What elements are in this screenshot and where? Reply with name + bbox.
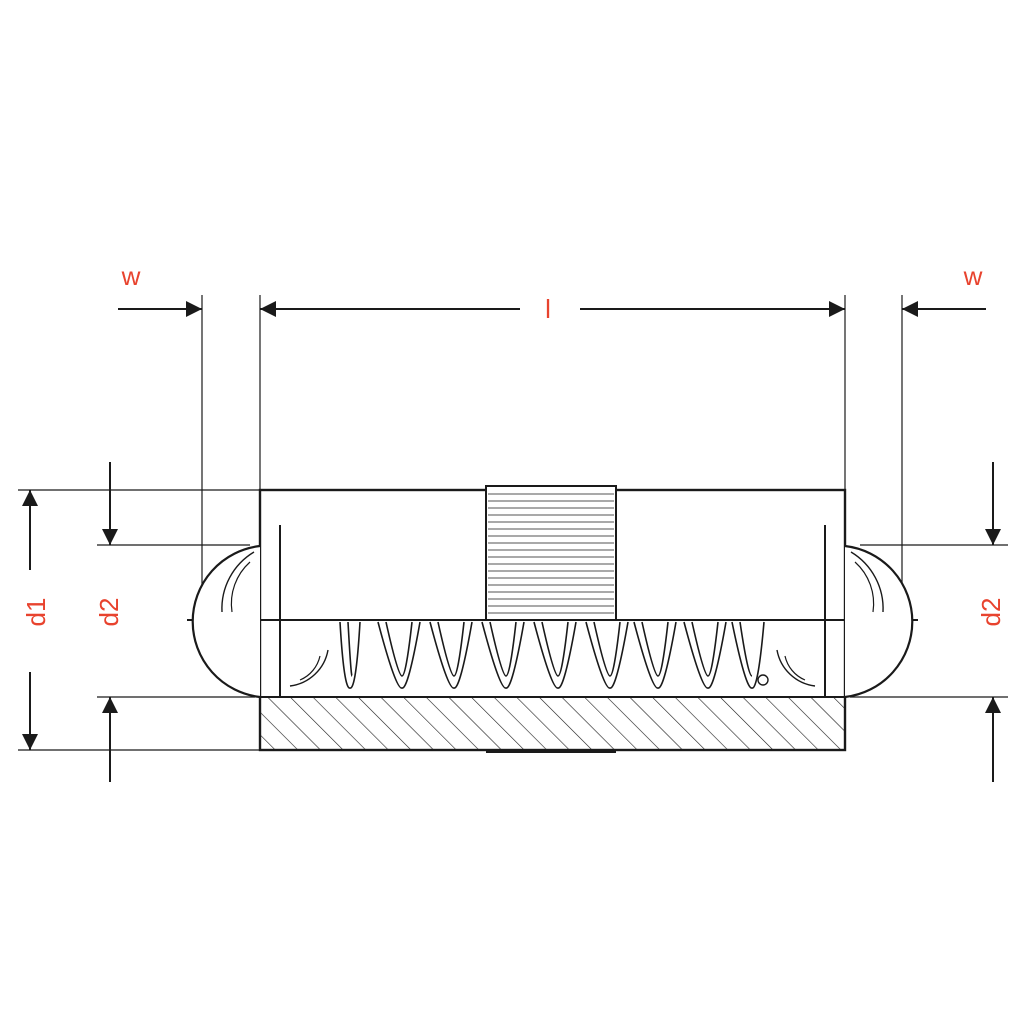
plunger-body (187, 485, 918, 753)
w-right-label: w (963, 261, 983, 291)
w-left-label: w (121, 261, 141, 291)
knurled-band (485, 485, 617, 621)
d2-right-label: d2 (976, 598, 1006, 627)
left-ball (191, 544, 329, 699)
d1-label: d1 (21, 598, 51, 627)
right-ball (776, 544, 914, 699)
knurl-lines (488, 493, 614, 614)
l-label: l (545, 294, 551, 324)
extension-lines (18, 295, 1008, 751)
spring (339, 621, 769, 689)
d2-left-label: d2 (94, 598, 124, 627)
dimension-arrows (22, 301, 1001, 782)
